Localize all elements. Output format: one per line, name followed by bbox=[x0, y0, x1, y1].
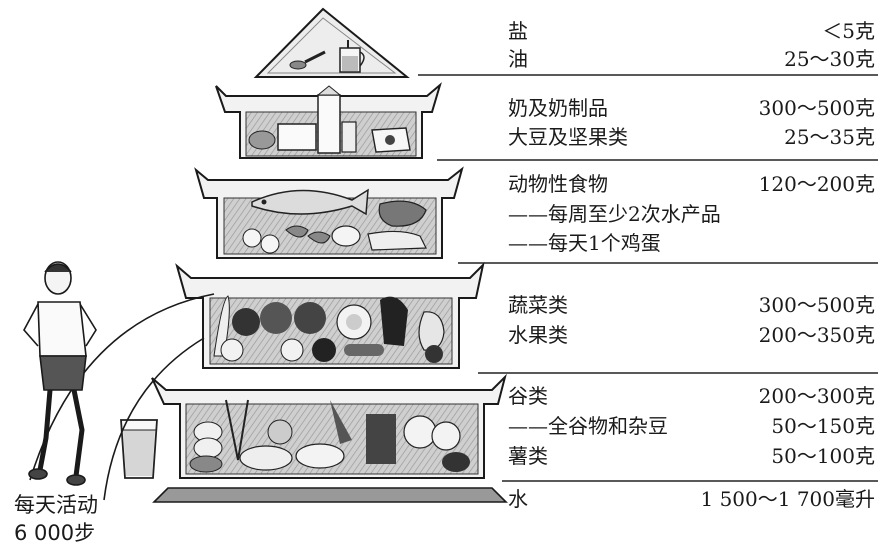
level-2-row-1-amount: 300～500克 bbox=[758, 96, 875, 120]
water-glass-icon bbox=[120, 419, 158, 479]
level-4-row-1-name: 蔬菜类 bbox=[508, 293, 568, 317]
level-2-row-1-name: 奶及奶制品 bbox=[508, 96, 608, 120]
vegetables-fruits-icon bbox=[213, 295, 445, 363]
level-3-row-1-name: 动物性食物 bbox=[508, 172, 608, 196]
activity-arc-inner bbox=[103, 337, 205, 501]
grains-tubers-icon bbox=[189, 399, 470, 473]
activity-line-1: 每天活动 bbox=[14, 493, 98, 517]
tier-animal-foods bbox=[194, 166, 464, 259]
level-3-row-1-amount: 120～200克 bbox=[758, 172, 875, 196]
level-2-row-2-amount: 25～35克 bbox=[784, 125, 875, 149]
level-6-row-1-name: 水 bbox=[508, 487, 528, 511]
level-1-row-1-name: 盐 bbox=[508, 19, 528, 43]
level-5-row-2-name: ——全谷物和杂豆 bbox=[508, 414, 668, 438]
level-5-row-1-name: 谷类 bbox=[508, 384, 548, 408]
level-1-row-2-name: 油 bbox=[508, 47, 528, 71]
level-1-row-2-amount: 25～30克 bbox=[784, 47, 875, 71]
level-3-row-2-name: ——每周至少2次水产品 bbox=[508, 202, 721, 226]
oil-pot-icon bbox=[339, 40, 365, 73]
level-5-row-3-name: 薯类 bbox=[508, 444, 548, 468]
tier-water-base bbox=[120, 419, 508, 503]
level-5-row-3-amount: 50～100克 bbox=[771, 444, 875, 468]
activity-line-2: 6 000步 bbox=[14, 521, 96, 545]
dairy-products-icon bbox=[248, 85, 411, 154]
tier-grains-tubers bbox=[151, 373, 507, 479]
level-5-row-2-amount: 50～150克 bbox=[771, 414, 875, 438]
level-3-row-3-name: ——每天1个鸡蛋 bbox=[508, 231, 661, 255]
level-4-row-1-amount: 300～500克 bbox=[758, 293, 875, 317]
runner-icon bbox=[23, 261, 97, 486]
salt-spoon-icon bbox=[289, 50, 326, 70]
level-1-row-1-amount: ＜5克 bbox=[822, 19, 875, 43]
tier-vegetables-fruits bbox=[175, 261, 485, 369]
level-2-row-2-name: 大豆及坚果类 bbox=[508, 125, 628, 149]
level-5-row-1-amount: 200～300克 bbox=[758, 384, 875, 408]
tier-dairy-soy bbox=[215, 82, 442, 159]
level-6-row-1-amount: 1 500～1 700毫升 bbox=[700, 487, 875, 511]
fish-meat-egg-icon bbox=[242, 188, 427, 254]
tier-salt-oil bbox=[253, 7, 410, 78]
level-4-row-2-name: 水果类 bbox=[508, 323, 568, 347]
level-4-row-2-amount: 200～350克 bbox=[758, 323, 875, 347]
